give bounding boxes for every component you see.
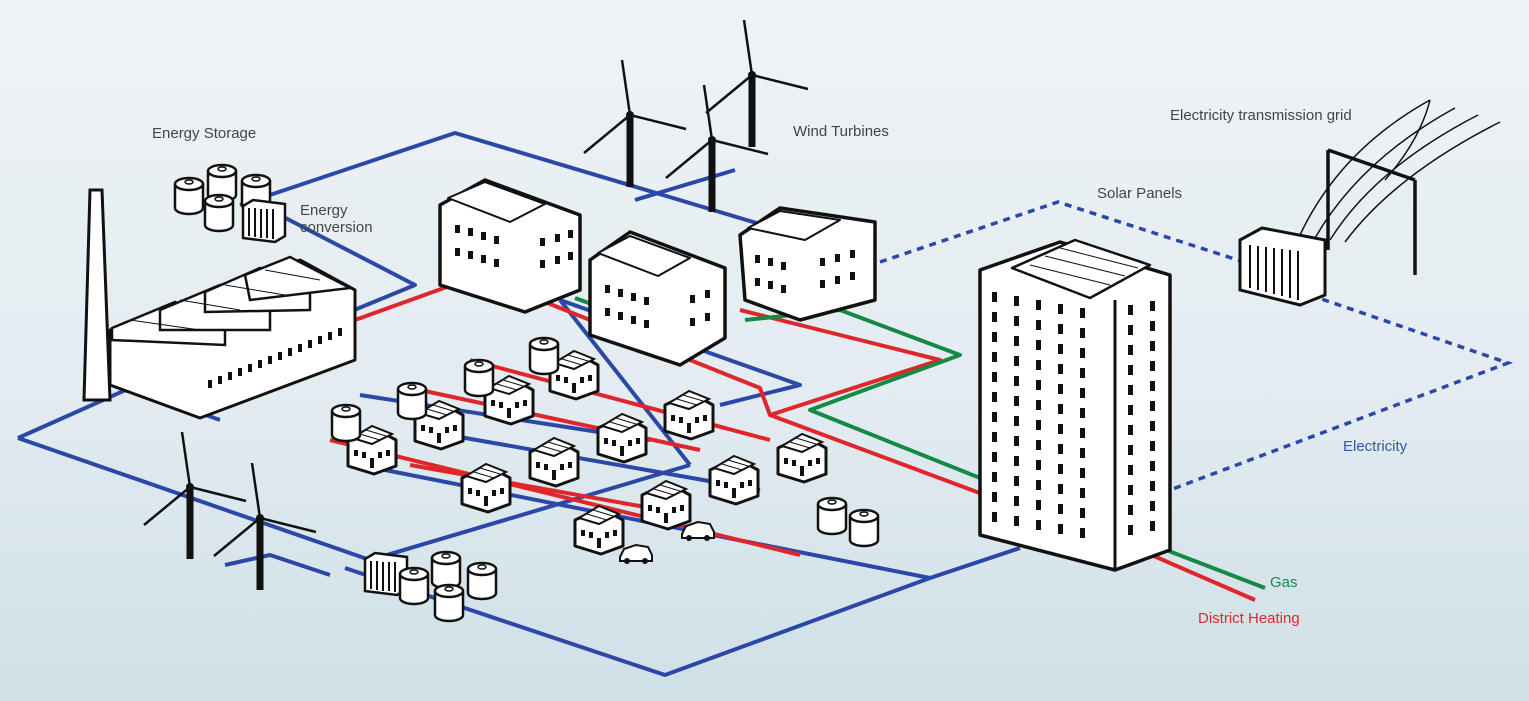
district-heating-label: District Heating — [1198, 610, 1300, 627]
high-rise-icon — [978, 238, 1172, 572]
solar-panels-label: Solar Panels — [1097, 185, 1183, 202]
gas-label: Gas — [1270, 574, 1298, 591]
transmission-grid-label: Electricity transmission grid — [1170, 107, 1352, 124]
transformer-icon — [1238, 226, 1327, 307]
house-icon — [346, 349, 828, 556]
energy-storage-label: Energy Storage — [152, 125, 257, 142]
apartment-building-icon — [438, 178, 877, 367]
power-pylon-icon — [1299, 99, 1501, 275]
factory-icon — [82, 188, 357, 420]
high-rise-windows — [992, 292, 1155, 538]
energy-conversion-label-line1: Energy — [300, 202, 348, 219]
electricity-dashed — [879, 200, 1514, 492]
wind-turbines-label: Wind Turbines — [793, 123, 889, 140]
apartment-windows — [455, 225, 855, 328]
electricity-label: Electricity — [1343, 438, 1408, 455]
energy-conversion-label-line2: conversion — [300, 219, 373, 236]
battery-icon — [241, 198, 287, 244]
